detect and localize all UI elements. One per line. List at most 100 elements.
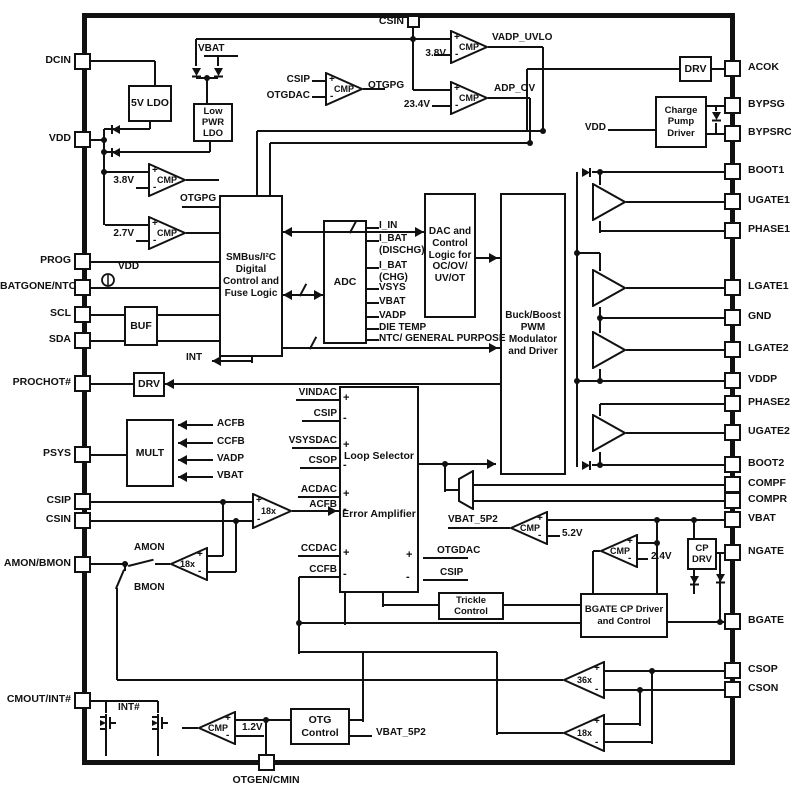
wire	[599, 318, 601, 333]
block-low-pwr-ldo: Low PWR LDO	[193, 103, 233, 142]
plus-sign: +	[152, 218, 158, 229]
pin-label: PROCHOT#	[12, 376, 71, 388]
gate-driver-ugate1	[592, 183, 626, 221]
amp-triangle	[600, 534, 638, 568]
plus-sign: +	[537, 513, 543, 524]
cmp-vbat-5v2: CMP+-	[510, 511, 548, 545]
pin-left-3	[74, 279, 91, 296]
wire	[104, 128, 150, 130]
pin-right-0	[724, 60, 741, 77]
signal-label: 2.7V	[113, 228, 134, 239]
junction-dot	[597, 462, 603, 468]
block-cp-drv: CP DRV	[687, 538, 717, 570]
wire	[626, 349, 724, 351]
wire	[638, 542, 657, 544]
signal-label: ACDAC	[300, 484, 337, 495]
wire	[626, 201, 724, 203]
wire	[344, 593, 346, 625]
pin-label: VDDP	[748, 373, 778, 385]
wire	[182, 727, 198, 729]
junction-dot	[540, 128, 546, 134]
wire	[136, 187, 148, 189]
wire	[154, 61, 156, 85]
signal-label: BMON	[134, 582, 165, 593]
wire	[91, 501, 252, 503]
wire	[599, 172, 601, 185]
block-smbus: SMBus/I²C Digital Control and Fuse Logic	[219, 195, 283, 357]
gate-driver-lgate1	[592, 269, 626, 307]
amp-triangle	[592, 183, 626, 221]
wire	[577, 252, 600, 254]
amp-label: 18x	[261, 506, 277, 516]
signal-label: 23.4V	[403, 99, 430, 110]
wire	[693, 520, 695, 538]
pin-label: BOOT2	[748, 457, 785, 469]
signal-label: AMON	[134, 542, 165, 553]
wire	[445, 489, 458, 491]
plus-sign: +	[406, 549, 413, 561]
wire	[605, 723, 640, 725]
wire	[195, 39, 197, 66]
pin-left-5	[74, 332, 91, 349]
wire	[367, 328, 379, 330]
minus-sign: -	[226, 730, 230, 741]
wire	[178, 459, 213, 461]
pin-right-15	[724, 511, 741, 528]
wire	[236, 735, 264, 737]
amp-triangle	[148, 163, 186, 197]
wire	[265, 720, 267, 754]
wire	[639, 690, 641, 726]
minus-sign: -	[153, 182, 157, 193]
wire	[256, 131, 258, 195]
compensation-mux	[458, 470, 474, 510]
wire	[638, 558, 648, 560]
wire	[105, 701, 107, 713]
signal-label: I_BAT	[379, 233, 408, 244]
block-otg-control: OTG Control	[290, 708, 350, 745]
pin-label: PROG	[40, 254, 71, 266]
arrowhead	[178, 420, 187, 430]
wire	[527, 68, 679, 70]
plus-sign: +	[225, 713, 231, 724]
wire	[651, 671, 653, 744]
wire	[158, 314, 219, 316]
wire	[626, 432, 724, 434]
pin-left-1	[74, 131, 91, 148]
signal-label: OTGPG	[368, 80, 405, 91]
minus-sign: -	[257, 514, 261, 525]
pin-right-18	[724, 662, 741, 679]
wire	[548, 519, 724, 521]
signal-label: 5.2V	[562, 528, 583, 539]
signal-label: OTGPG	[180, 193, 217, 204]
plus-sign: +	[343, 488, 350, 500]
wire	[382, 593, 384, 607]
cmp-1v2: CMP+-	[198, 711, 236, 745]
signal-label: VDD	[584, 122, 606, 133]
signal-label: CSOP	[308, 455, 337, 466]
amp-triangle	[450, 81, 488, 115]
signal-label: VBAT	[379, 296, 406, 307]
pin-right-9	[724, 372, 741, 389]
wire	[298, 577, 300, 654]
wire	[296, 399, 339, 401]
amp-triangle	[450, 30, 488, 64]
wire	[432, 105, 450, 107]
wire	[208, 571, 236, 573]
wire	[104, 151, 210, 153]
wire	[488, 46, 543, 48]
signal-label: DIE TEMP	[379, 322, 427, 333]
wire	[656, 520, 658, 593]
pin-label: CSIN	[45, 513, 71, 525]
cmp-vadp-uvlo: CMP+-	[450, 30, 488, 64]
signal-label: VSYSDAC	[288, 435, 337, 446]
wire	[419, 463, 496, 465]
wire	[576, 172, 578, 467]
wire	[217, 56, 219, 66]
wire	[605, 670, 724, 672]
wire	[91, 520, 252, 522]
wire	[136, 240, 148, 242]
junction-dot	[597, 378, 603, 384]
pin-right-19	[724, 681, 741, 698]
wire	[91, 454, 126, 456]
signal-label: ACFB	[309, 499, 337, 510]
